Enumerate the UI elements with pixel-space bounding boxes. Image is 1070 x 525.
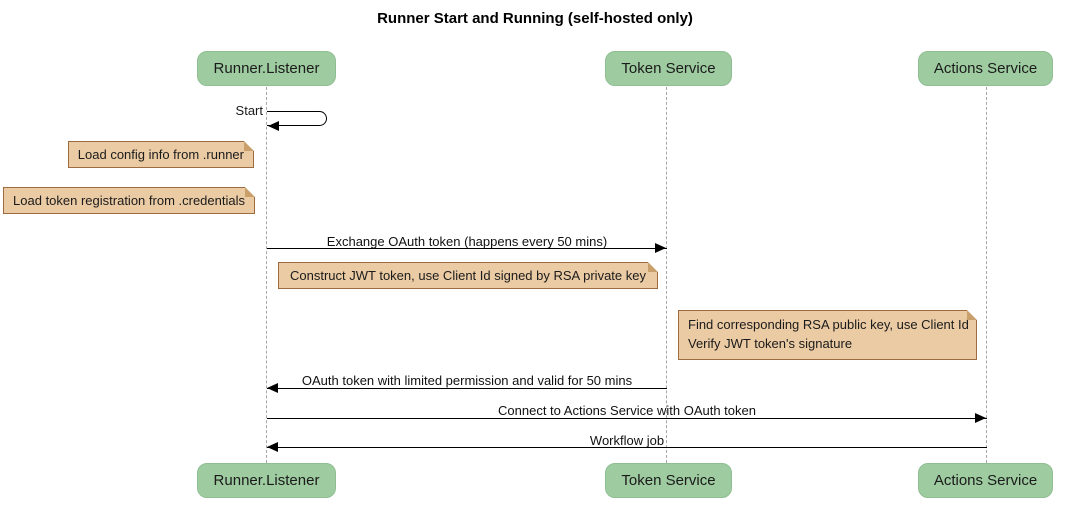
- message-start-loop: [267, 111, 327, 126]
- message-start-label: Start: [235, 103, 263, 118]
- participant-actions-service-bottom: Actions Service: [918, 463, 1053, 498]
- note-load-token: Load token registration from .credential…: [3, 187, 255, 214]
- message-connect-arrowhead: [975, 413, 986, 423]
- message-start-arrowhead: [268, 121, 279, 131]
- diagram-title: Runner Start and Running (self-hosted on…: [377, 10, 693, 27]
- message-oauth-return-label: OAuth token with limited permission and …: [301, 373, 633, 388]
- message-connect-line: [267, 418, 987, 419]
- lifeline-token-service: [666, 87, 667, 463]
- note-construct-jwt: Construct JWT token, use Client Id signe…: [278, 262, 658, 289]
- participant-actions-service-top: Actions Service: [918, 51, 1053, 86]
- message-exchange-arrowhead: [655, 243, 666, 253]
- message-workflow-label: Workflow job: [589, 433, 665, 448]
- message-exchange-line: [267, 248, 667, 249]
- note-find-rsa-line2: Verify JWT token's signature: [688, 335, 853, 351]
- note-find-rsa-line1: Find corresponding RSA public key, use C…: [688, 317, 969, 332]
- message-workflow-arrowhead: [267, 442, 278, 452]
- participant-runner-listener-bottom: Runner.Listener: [197, 463, 336, 498]
- note-find-rsa: Find corresponding RSA public key, use C…: [678, 310, 977, 360]
- participant-runner-listener-top: Runner.Listener: [197, 51, 336, 86]
- message-workflow-line: [267, 447, 987, 448]
- message-connect-label: Connect to Actions Service with OAuth to…: [498, 403, 756, 418]
- message-exchange-label: Exchange OAuth token (happens every 50 m…: [326, 234, 608, 249]
- lifeline-actions-service: [986, 87, 987, 463]
- note-load-config: Load config info from .runner: [67, 141, 255, 168]
- lifeline-runner-listener: [266, 87, 267, 463]
- message-oauth-return-arrowhead: [267, 383, 278, 393]
- message-oauth-return-line: [267, 388, 667, 389]
- participant-token-service-top: Token Service: [605, 51, 732, 86]
- participant-token-service-bottom: Token Service: [605, 463, 732, 498]
